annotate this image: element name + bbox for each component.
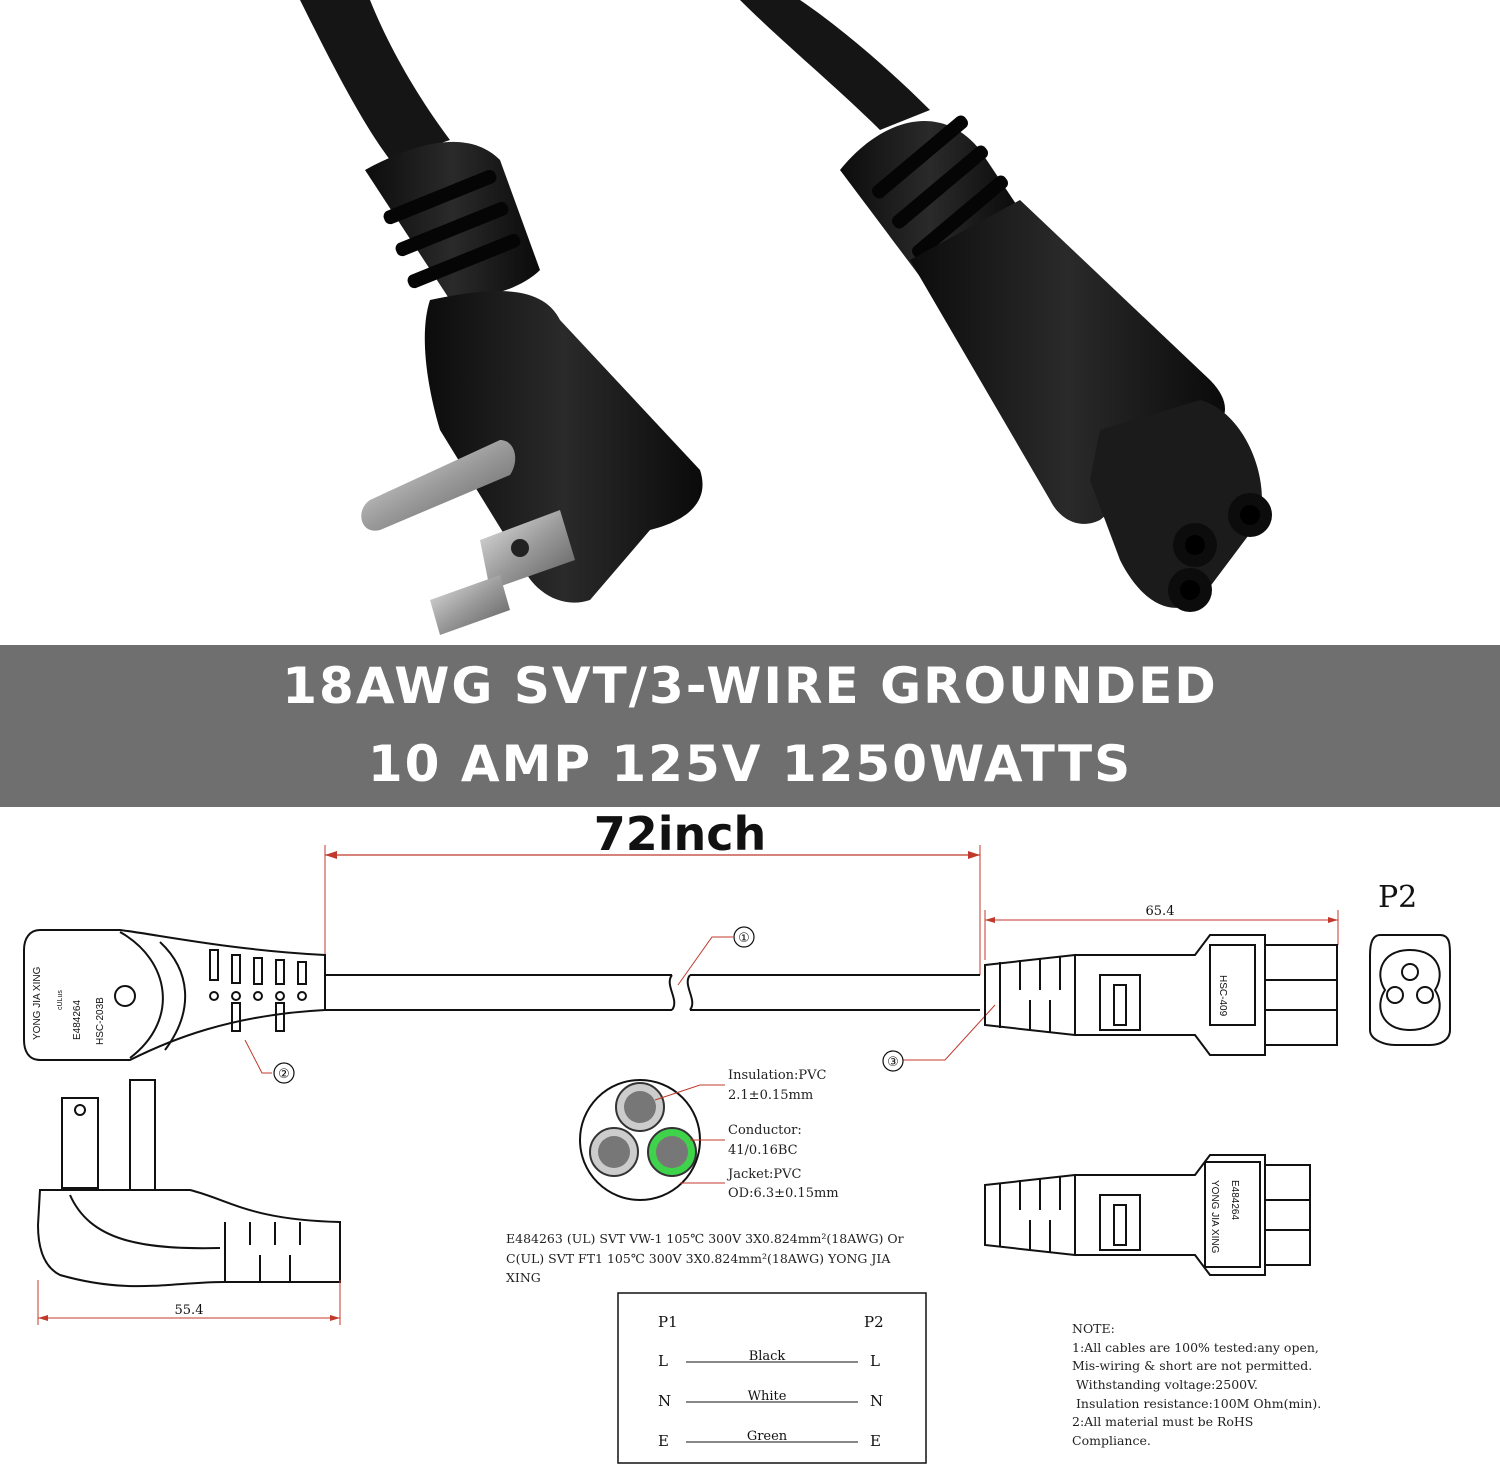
notes-line: Insulation resistance:100M Ohm(min). <box>1072 1396 1321 1411</box>
callout-3-label: ③ <box>887 1055 899 1070</box>
wiring-table: P1 P2 L Black L N White N E Green E <box>617 1292 927 1464</box>
plug-drawing <box>23 929 326 1061</box>
notes-line: 2:All material must be RoHS <box>1072 1414 1253 1429</box>
rating-line-1: E484263 (UL) SVT VW-1 105℃ 300V 3X0.824m… <box>506 1231 904 1246</box>
notes-line: Withstanding voltage:2500V. <box>1072 1377 1258 1392</box>
banner-line-2: 10 AMP 125V 1250WATTS <box>367 735 1133 793</box>
cable-length-label: 72inch <box>594 807 767 861</box>
table-header-p2: P2 <box>864 1313 884 1331</box>
table-row-right: E <box>870 1432 881 1450</box>
jacket-value: OD:6.3±0.15mm <box>728 1186 839 1201</box>
conductor-label: Conductor: <box>728 1123 802 1138</box>
callout-2-label: ② <box>278 1067 290 1082</box>
cable-length-dimension: 72inch <box>324 807 981 975</box>
table-row-wire: White <box>748 1389 787 1404</box>
connector-photo <box>740 0 1272 612</box>
table-row-wire: Black <box>749 1349 786 1364</box>
table-row-left: E <box>658 1432 669 1450</box>
cable-drawing <box>325 974 980 1011</box>
notes: NOTE: 1:All cables are 100% tested:any o… <box>1072 1321 1321 1448</box>
technical-drawing: 72inch YONG JIA XING cULus E484264 HSC-2… <box>23 807 1451 1464</box>
plug-bottom-drawing <box>36 1079 341 1288</box>
cable-spec-labels: Insulation:PVC 2.1±0.15mm Conductor: 41/… <box>726 1068 839 1201</box>
connector-top-drawing <box>984 1154 1311 1276</box>
table-row-wire: Green <box>747 1429 788 1444</box>
table-header-p1: P1 <box>658 1313 678 1331</box>
plug-marking: YONG JIA XING cULus E484264 HSC-203B <box>32 966 106 1045</box>
product-photo <box>300 0 1272 635</box>
table-row-left: L <box>658 1352 668 1370</box>
callout-2: ② <box>244 1039 295 1084</box>
plug-model: HSC-203B <box>95 997 106 1045</box>
insulation-label: Insulation:PVC <box>728 1068 827 1083</box>
notes-line: Compliance. <box>1072 1433 1151 1448</box>
p2-length-label: 65.4 <box>1146 904 1175 919</box>
table-row-left: N <box>658 1392 671 1410</box>
plug-brand: YONG JIA XING <box>32 966 43 1040</box>
notes-line: Mis-wiring & short are not permitted. <box>1072 1358 1312 1373</box>
callout-1-label: ① <box>738 931 750 946</box>
p2-length-dimension: 65.4 <box>984 904 1339 960</box>
spec-banner: 18AWG SVT/3-WIRE GROUNDED 10 AMP 125V 12… <box>0 645 1500 807</box>
connector-file-label: E484264 <box>1229 1180 1240 1220</box>
cable-cross-section <box>579 1079 725 1201</box>
rating-line-2: C(UL) SVT FT1 105℃ 300V 3X0.824mm²(18AWG… <box>506 1251 891 1266</box>
p2-label: P2 <box>1378 880 1417 915</box>
rating-line-3: XING <box>506 1270 541 1285</box>
conductor-value: 41/0.16BC <box>728 1143 798 1158</box>
connector-model-label: HSC-409 <box>1217 975 1228 1017</box>
plug-length-label: 55.4 <box>175 1303 204 1318</box>
plug-photo <box>300 0 703 635</box>
connector-brand-label: YONG JIA XING <box>1209 1180 1220 1254</box>
callout-1: ① <box>677 926 755 986</box>
plug-length-dimension: 55.4 <box>37 1280 341 1325</box>
table-row-right: N <box>870 1392 883 1410</box>
plug-cert: cULus <box>57 990 64 1010</box>
rating-text: E484263 (UL) SVT VW-1 105℃ 300V 3X0.824m… <box>506 1231 904 1285</box>
notes-line: 1:All cables are 100% tested:any open, <box>1072 1340 1319 1355</box>
notes-title: NOTE: <box>1072 1321 1115 1336</box>
plug-file: E484264 <box>72 1000 83 1040</box>
banner-line-1: 18AWG SVT/3-WIRE GROUNDED <box>282 657 1218 715</box>
jacket-label: Jacket:PVC <box>726 1167 802 1182</box>
table-row-right: L <box>870 1352 880 1370</box>
insulation-value: 2.1±0.15mm <box>728 1088 813 1103</box>
connector-drawing <box>984 934 1338 1056</box>
callout-3: ③ <box>882 1004 996 1072</box>
p2-face: P2 <box>1369 880 1451 1046</box>
